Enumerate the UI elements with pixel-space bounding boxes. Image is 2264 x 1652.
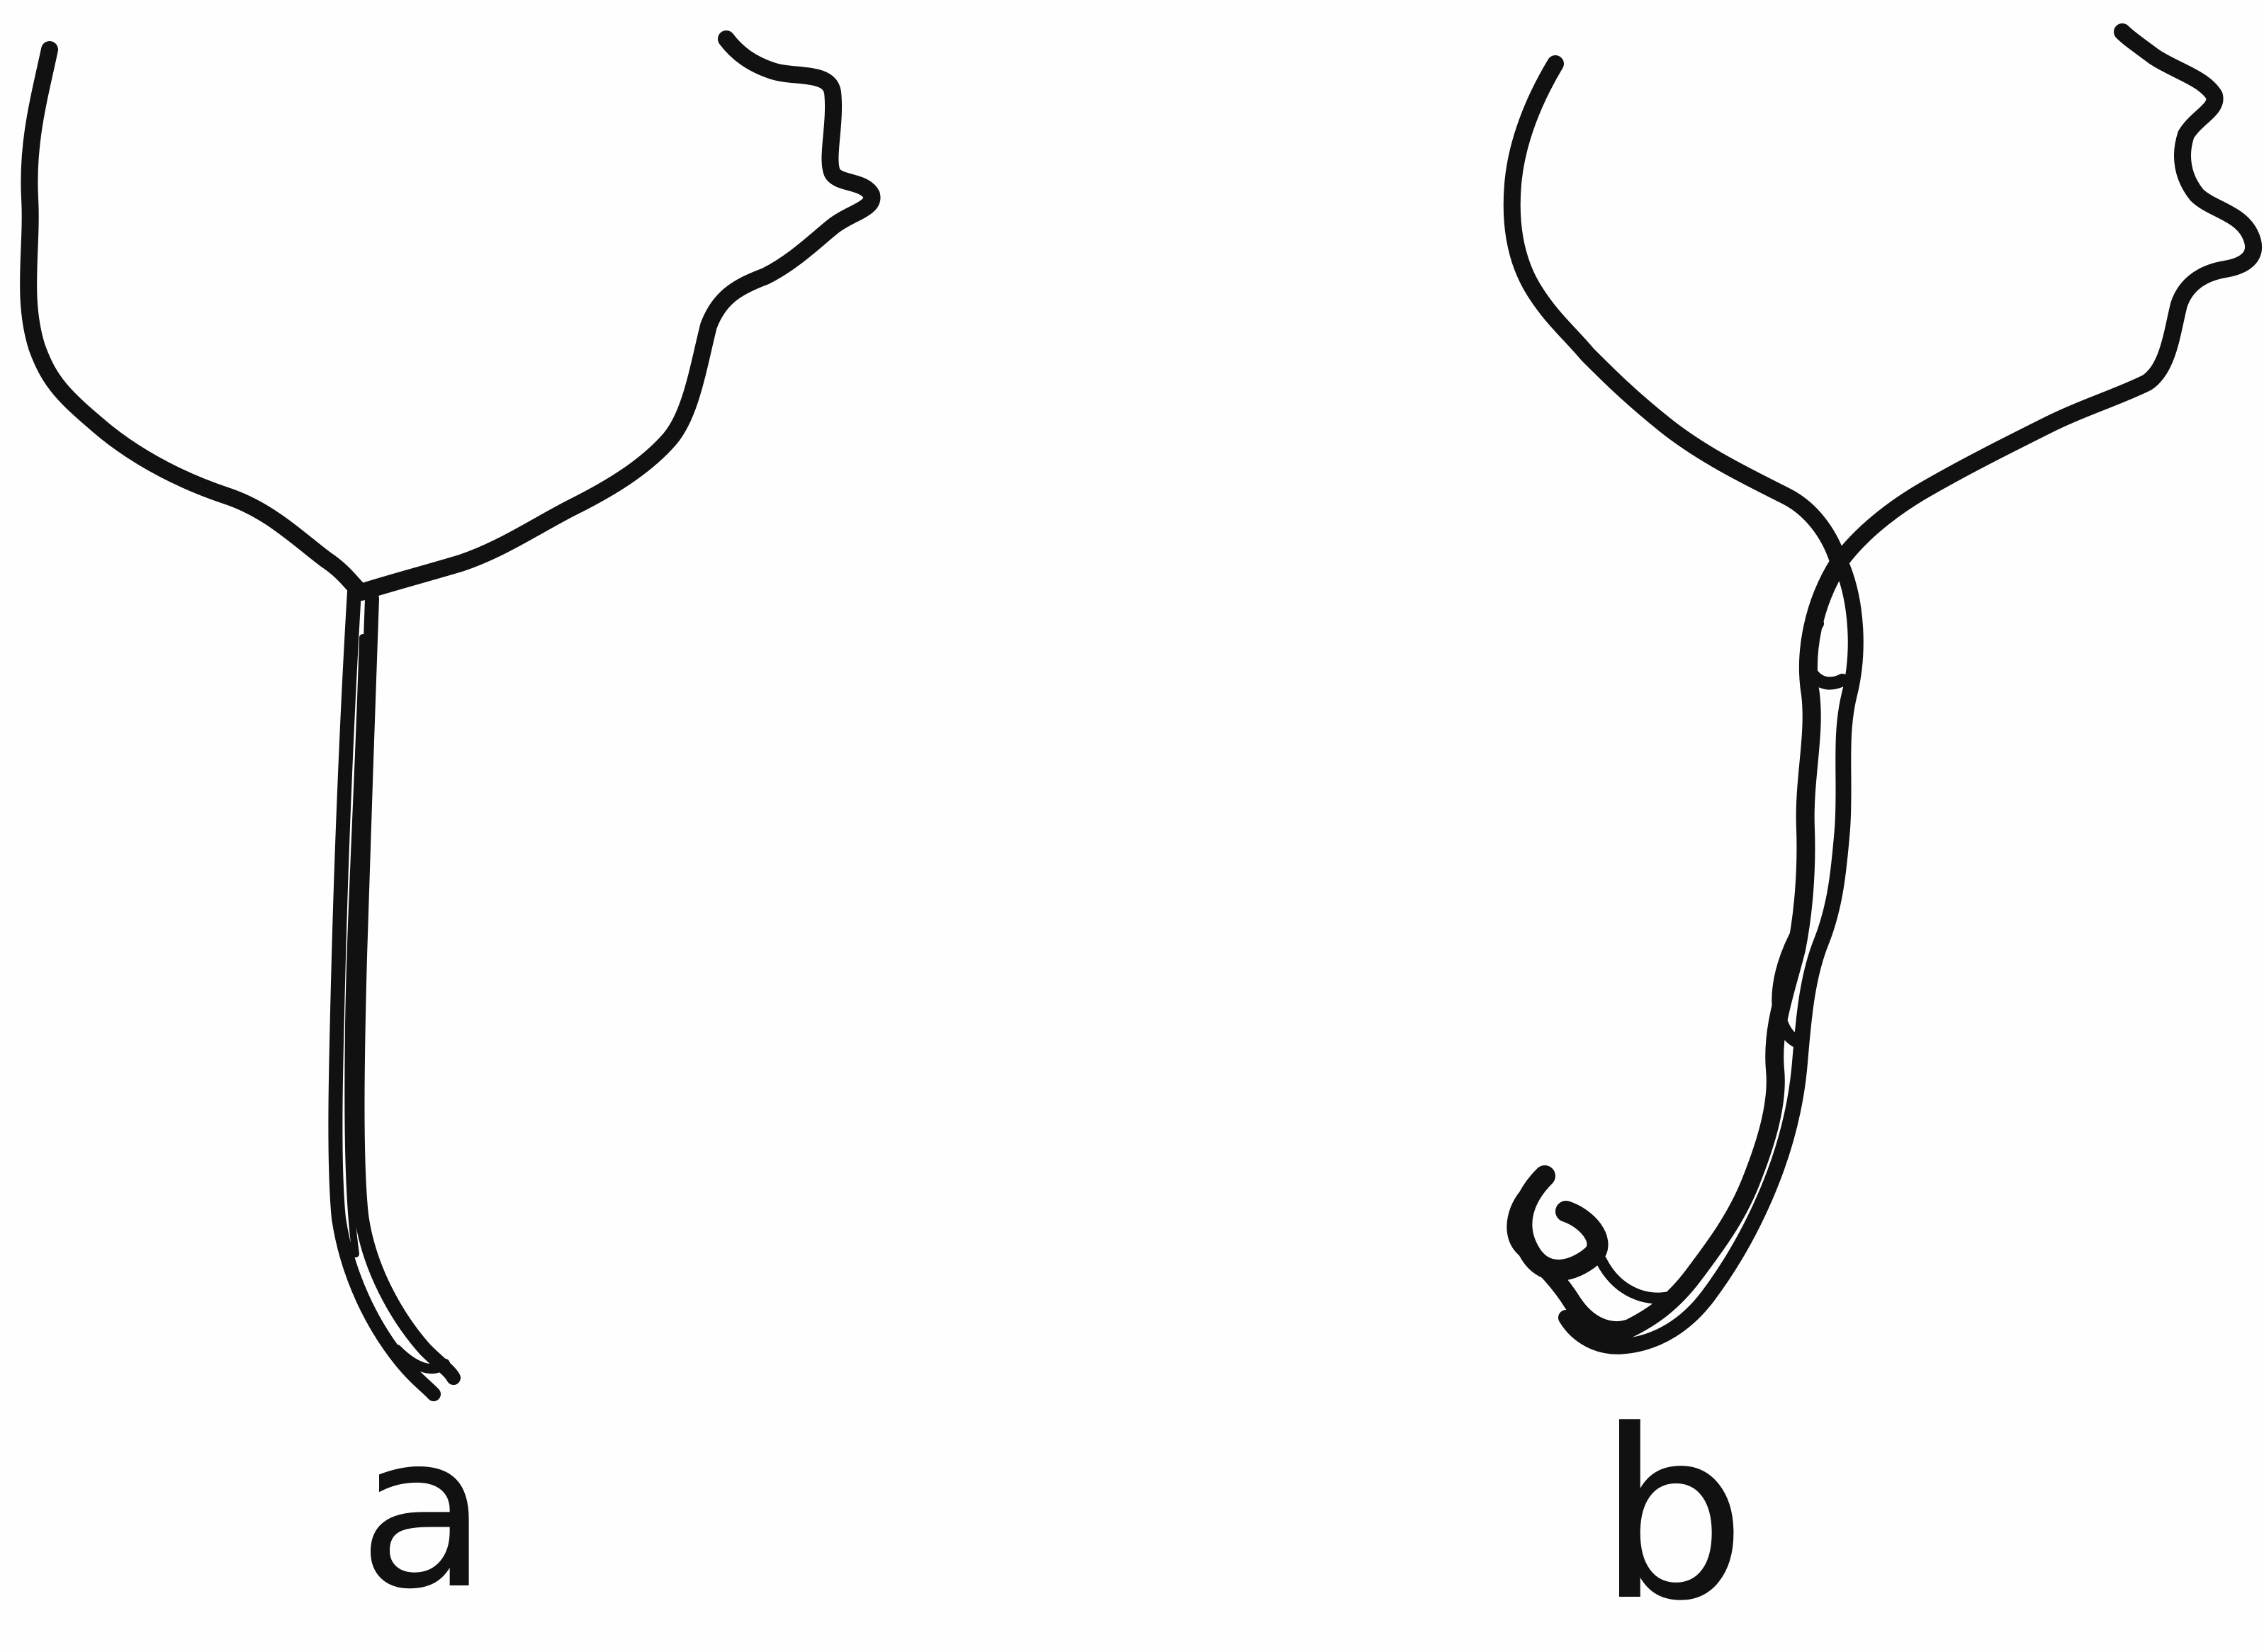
panel-b-loop <box>1512 32 2253 563</box>
panel-b-hook-inner <box>1601 1261 1672 1299</box>
panel-b-hook-knot <box>1521 1176 1597 1270</box>
panel-a-drawing <box>28 39 872 1394</box>
panel-b-drawing <box>1512 32 2253 1347</box>
panel-a-label: a <box>358 1406 488 1619</box>
panel-a-stalk-right <box>358 599 454 1378</box>
panel-b-label: b <box>1598 1399 1746 1633</box>
panel-a-loop <box>28 39 872 592</box>
panel-b-stalk-twist-1 <box>1807 623 1842 684</box>
